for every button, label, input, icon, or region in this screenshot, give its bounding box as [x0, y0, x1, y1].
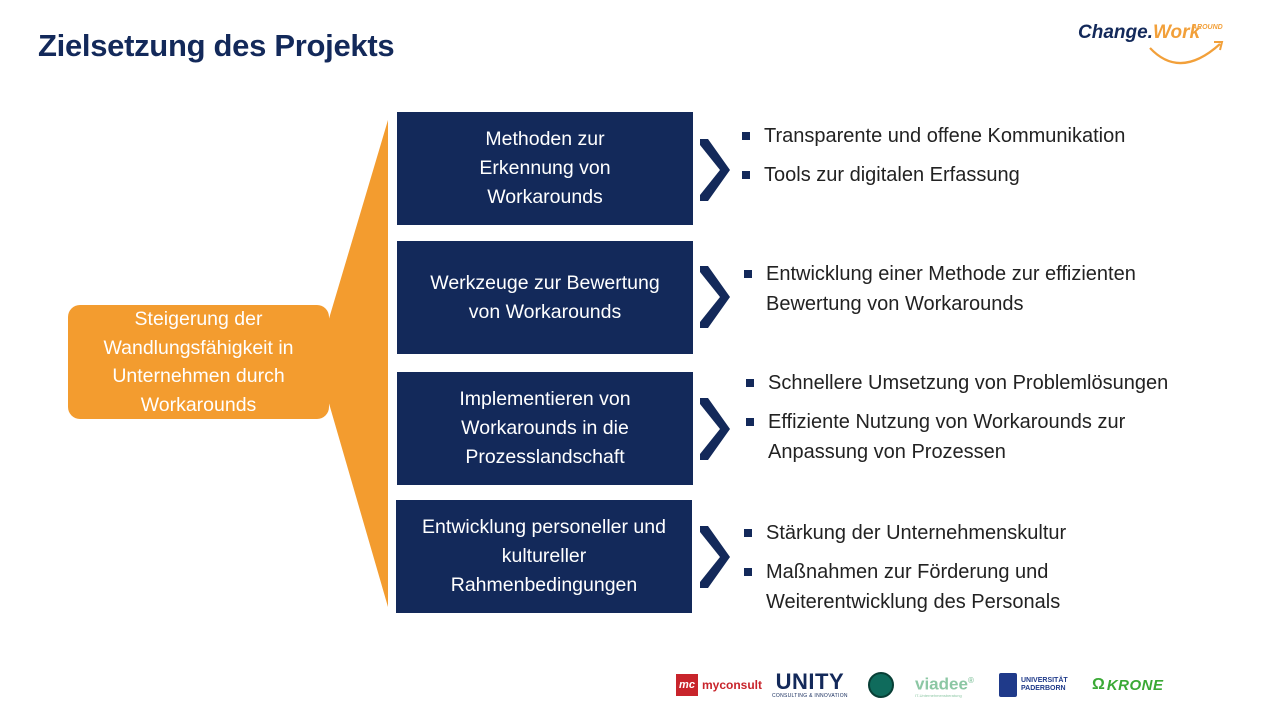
goal-line: Steigerung der: [134, 308, 263, 330]
viadee-subtitle: IT-Unternehmensberatung: [915, 693, 962, 699]
round-partner-logo: [868, 667, 894, 703]
goal-text: Steigerung der Wandlungsfähigkeit in Unt…: [103, 305, 293, 419]
chevron-right-icon: [700, 398, 730, 460]
objective-line: Entwicklung personeller und: [422, 516, 666, 538]
objective-bullets-framework: Stärkung der Unternehmenskultur Maßnahme…: [744, 518, 1264, 626]
bullet-item: Tools zur digitalen Erfassung: [742, 160, 1262, 190]
chevron-right-icon: [700, 139, 730, 201]
goal-line: Wandlungsfähigkeit in: [103, 336, 294, 359]
bullet-text: Stärkung der Unternehmenskultur: [766, 522, 1067, 544]
bullet-text: Bewertung von Workarounds: [766, 293, 1024, 315]
myconsult-mark-icon: mc: [676, 674, 698, 696]
unity-subtitle: CONSULTING & INNOVATION: [772, 693, 848, 699]
bullet-item: Stärkung der Unternehmenskultur: [744, 518, 1264, 548]
bullet-square-icon: [742, 132, 750, 140]
bullet-square-icon: [744, 529, 752, 537]
objective-line: kultureller: [501, 545, 587, 567]
uni-paderborn-text: UNIVERSITÄT PADERBORN: [1021, 677, 1068, 692]
objective-line: Werkzeuge zur Bewertung: [430, 271, 660, 294]
krone-mark-icon: Ω: [1092, 676, 1105, 693]
goal-box: Steigerung der Wandlungsfähigkeit in Unt…: [68, 305, 329, 419]
myconsult-text: myconsult: [702, 678, 763, 692]
objective-box-detection: Methoden zur Erkennung von Workarounds: [397, 112, 693, 225]
objective-line: Rahmenbedingungen: [450, 574, 638, 596]
bullet-text: Anpassung von Prozessen: [768, 441, 1006, 463]
goal-line: Workarounds: [140, 393, 257, 416]
bullet-text: Tools zur digitalen Erfassung: [764, 164, 1020, 186]
bullet-square-icon: [744, 270, 752, 278]
bullet-square-icon: [744, 568, 752, 576]
bullet-item: Transparente und offene Kommunikation: [742, 121, 1262, 151]
bullet-square-icon: [746, 418, 754, 426]
bullet-item: Maßnahmen zur Förderung und Weiterentwic…: [744, 557, 1264, 617]
goal-line: Unternehmen durch: [112, 365, 285, 387]
bullet-square-icon: [742, 171, 750, 179]
objective-box-framework: Entwicklung personeller und kultureller …: [396, 500, 692, 613]
objective-line: Workarounds in die: [461, 417, 629, 439]
chevron-right-icon: [700, 526, 730, 588]
partner-logos: mc myconsult UNITY CONSULTING & INNOVATI…: [674, 667, 1204, 703]
objective-line: von Workarounds: [468, 300, 622, 323]
objective-line: Erkennung von: [479, 157, 611, 179]
logo-text-work: Work: [1152, 22, 1201, 43]
viadee-text: viadee®: [915, 674, 974, 694]
uni-paderborn-logo: UNIVERSITÄT PADERBORN: [999, 667, 1068, 703]
bullet-text: Maßnahmen zur Förderung und: [766, 561, 1049, 583]
logo-text: Change.Work: [1078, 22, 1200, 44]
objective-box-implementation: Implementieren von Workarounds in die Pr…: [397, 372, 693, 485]
bullet-item: Entwicklung einer Methode zur effiziente…: [744, 259, 1264, 319]
bullet-text: Entwicklung einer Methode zur effiziente…: [766, 263, 1136, 285]
objective-line: Workarounds: [487, 186, 603, 208]
change-workaround-logo: Change.Work AROUND: [1070, 18, 1240, 74]
bullet-text: Schnellere Umsetzung von Problemlösungen: [768, 372, 1169, 394]
viadee-logo: viadee® IT-Unternehmensberatung: [915, 667, 974, 703]
objective-box-evaluation: Werkzeuge zur Bewertung von Workarounds: [397, 241, 693, 354]
objective-bullets-detection: Transparente und offene Kommunikation To…: [742, 121, 1262, 199]
bullet-square-icon: [746, 379, 754, 387]
logo-swoosh-icon: [1149, 41, 1224, 65]
slide-title: Zielsetzung des Projekts: [38, 28, 395, 63]
bullet-text: Weiterentwicklung des Personals: [766, 591, 1061, 613]
unity-logo: UNITY CONSULTING & INNOVATION: [772, 667, 848, 703]
logo-text-change: Change.: [1078, 22, 1153, 43]
chevron-right-icon: [700, 266, 730, 328]
round-logo-icon: [868, 672, 894, 698]
objective-line: Prozesslandschaft: [465, 446, 625, 468]
myconsult-logo: mc myconsult: [676, 667, 762, 703]
unity-text: UNITY: [775, 669, 845, 694]
bullet-item: Effiziente Nutzung von Workarounds zur A…: [746, 407, 1266, 467]
bullet-text: Transparente und offene Kommunikation: [764, 125, 1126, 147]
krone-logo: Ω KRONE: [1092, 667, 1164, 703]
logo-text-around: AROUND: [1192, 24, 1223, 31]
objective-line: Implementieren von: [459, 388, 631, 410]
uni-paderborn-mark-icon: [999, 673, 1017, 697]
objective-bullets-evaluation: Entwicklung einer Methode zur effiziente…: [744, 259, 1264, 328]
bullet-text: Effiziente Nutzung von Workarounds zur: [768, 411, 1126, 433]
objective-bullets-implementation: Schnellere Umsetzung von Problemlösungen…: [746, 368, 1266, 476]
krone-text: KRONE: [1106, 676, 1164, 694]
objective-line: Methoden zur: [485, 128, 605, 150]
bullet-item: Schnellere Umsetzung von Problemlösungen: [746, 368, 1266, 398]
